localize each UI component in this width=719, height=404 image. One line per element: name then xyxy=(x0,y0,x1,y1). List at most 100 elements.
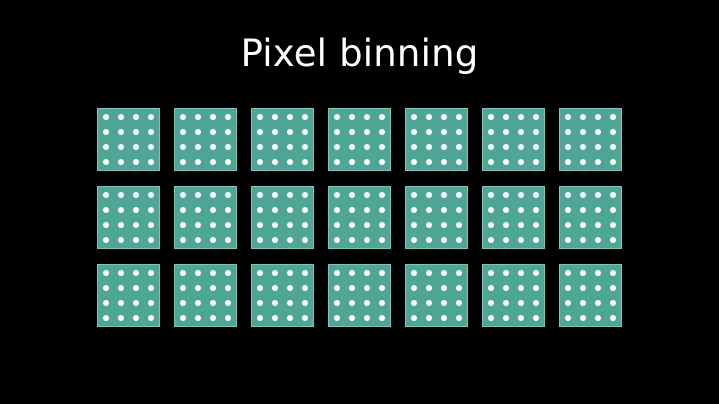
photosite-dot xyxy=(225,237,231,243)
photosite-dot xyxy=(210,144,216,150)
photosite-dot xyxy=(103,159,109,165)
photosite-dot xyxy=(195,237,201,243)
photosite-dot xyxy=(364,207,370,213)
photosite-dot xyxy=(411,315,417,321)
photosite-dot xyxy=(533,144,539,150)
photosite-dot xyxy=(349,300,355,306)
photosite-dot xyxy=(133,270,139,276)
photosite-dot xyxy=(518,159,524,165)
photosite-dot xyxy=(411,285,417,291)
sensor-pixel xyxy=(251,264,314,327)
photosite-dot xyxy=(441,207,447,213)
photosite-dot xyxy=(533,207,539,213)
photosite-dot xyxy=(287,159,293,165)
photosite-dot xyxy=(533,237,539,243)
photosite-dot xyxy=(148,222,154,228)
photosite-dot xyxy=(426,114,432,120)
photosite-dot xyxy=(595,270,601,276)
photosite-dot xyxy=(257,159,263,165)
photosite-dot xyxy=(488,129,494,135)
photosite-dot xyxy=(503,222,509,228)
photosite-dot xyxy=(533,222,539,228)
photosite-dot xyxy=(349,129,355,135)
photosite-dot xyxy=(103,144,109,150)
photosite-dot xyxy=(610,270,616,276)
photosite-dot xyxy=(272,207,278,213)
photosite-dot xyxy=(379,144,385,150)
photosite-dot xyxy=(349,270,355,276)
photosite-dot xyxy=(595,129,601,135)
photosite-dot xyxy=(334,114,340,120)
photosite-dot xyxy=(595,144,601,150)
photosite-dot xyxy=(103,300,109,306)
photosite-dot xyxy=(180,270,186,276)
photosite-dot xyxy=(441,159,447,165)
photosite-dot xyxy=(488,300,494,306)
photosite-dot xyxy=(456,144,462,150)
photosite-dot xyxy=(257,222,263,228)
photosite-dot xyxy=(610,159,616,165)
photosite-dot xyxy=(565,270,571,276)
photosite-dot xyxy=(334,285,340,291)
photosite-dot xyxy=(272,192,278,198)
photosite-dot xyxy=(118,207,124,213)
photosite-dot xyxy=(379,114,385,120)
photosite-dot xyxy=(334,207,340,213)
photosite-dot xyxy=(180,285,186,291)
photosite-dot xyxy=(426,300,432,306)
sensor-pixel xyxy=(482,108,545,171)
photosite-dot xyxy=(533,300,539,306)
photosite-dot xyxy=(148,300,154,306)
photosite-dot xyxy=(302,270,308,276)
photosite-dot xyxy=(334,129,340,135)
photosite-dot xyxy=(580,300,586,306)
photosite-dot xyxy=(411,114,417,120)
photosite-dot xyxy=(610,285,616,291)
photosite-dot xyxy=(133,144,139,150)
photosite-dot xyxy=(257,192,263,198)
photosite-dot xyxy=(411,300,417,306)
photosite-dot xyxy=(118,285,124,291)
photosite-dot xyxy=(272,285,278,291)
photosite-dot xyxy=(334,237,340,243)
photosite-dot xyxy=(210,270,216,276)
photosite-dot xyxy=(225,285,231,291)
photosite-dot xyxy=(302,285,308,291)
photosite-dot xyxy=(411,270,417,276)
photosite-dot xyxy=(488,144,494,150)
photosite-dot xyxy=(595,207,601,213)
photosite-dot xyxy=(488,222,494,228)
photosite-dot xyxy=(488,207,494,213)
photosite-dot xyxy=(456,114,462,120)
photosite-dot xyxy=(595,159,601,165)
photosite-dot xyxy=(272,144,278,150)
photosite-dot xyxy=(195,315,201,321)
photosite-dot xyxy=(379,222,385,228)
sensor-pixel xyxy=(251,186,314,249)
photosite-dot xyxy=(118,270,124,276)
photosite-dot xyxy=(302,207,308,213)
photosite-dot xyxy=(287,270,293,276)
photosite-dot xyxy=(103,207,109,213)
photosite-dot xyxy=(257,315,263,321)
photosite-dot xyxy=(364,222,370,228)
photosite-dot xyxy=(456,237,462,243)
photosite-dot xyxy=(426,207,432,213)
photosite-dot xyxy=(225,300,231,306)
photosite-dot xyxy=(426,144,432,150)
photosite-dot xyxy=(518,207,524,213)
photosite-dot xyxy=(210,315,216,321)
photosite-dot xyxy=(180,159,186,165)
photosite-dot xyxy=(518,237,524,243)
photosite-dot xyxy=(287,144,293,150)
photosite-dot xyxy=(565,192,571,198)
sensor-pixel xyxy=(559,186,622,249)
photosite-dot xyxy=(148,207,154,213)
sensor-pixel xyxy=(174,186,237,249)
photosite-dot xyxy=(195,270,201,276)
photosite-dot xyxy=(257,237,263,243)
photosite-dot xyxy=(180,114,186,120)
photosite-dot xyxy=(565,315,571,321)
photosite-dot xyxy=(210,207,216,213)
photosite-dot xyxy=(133,192,139,198)
